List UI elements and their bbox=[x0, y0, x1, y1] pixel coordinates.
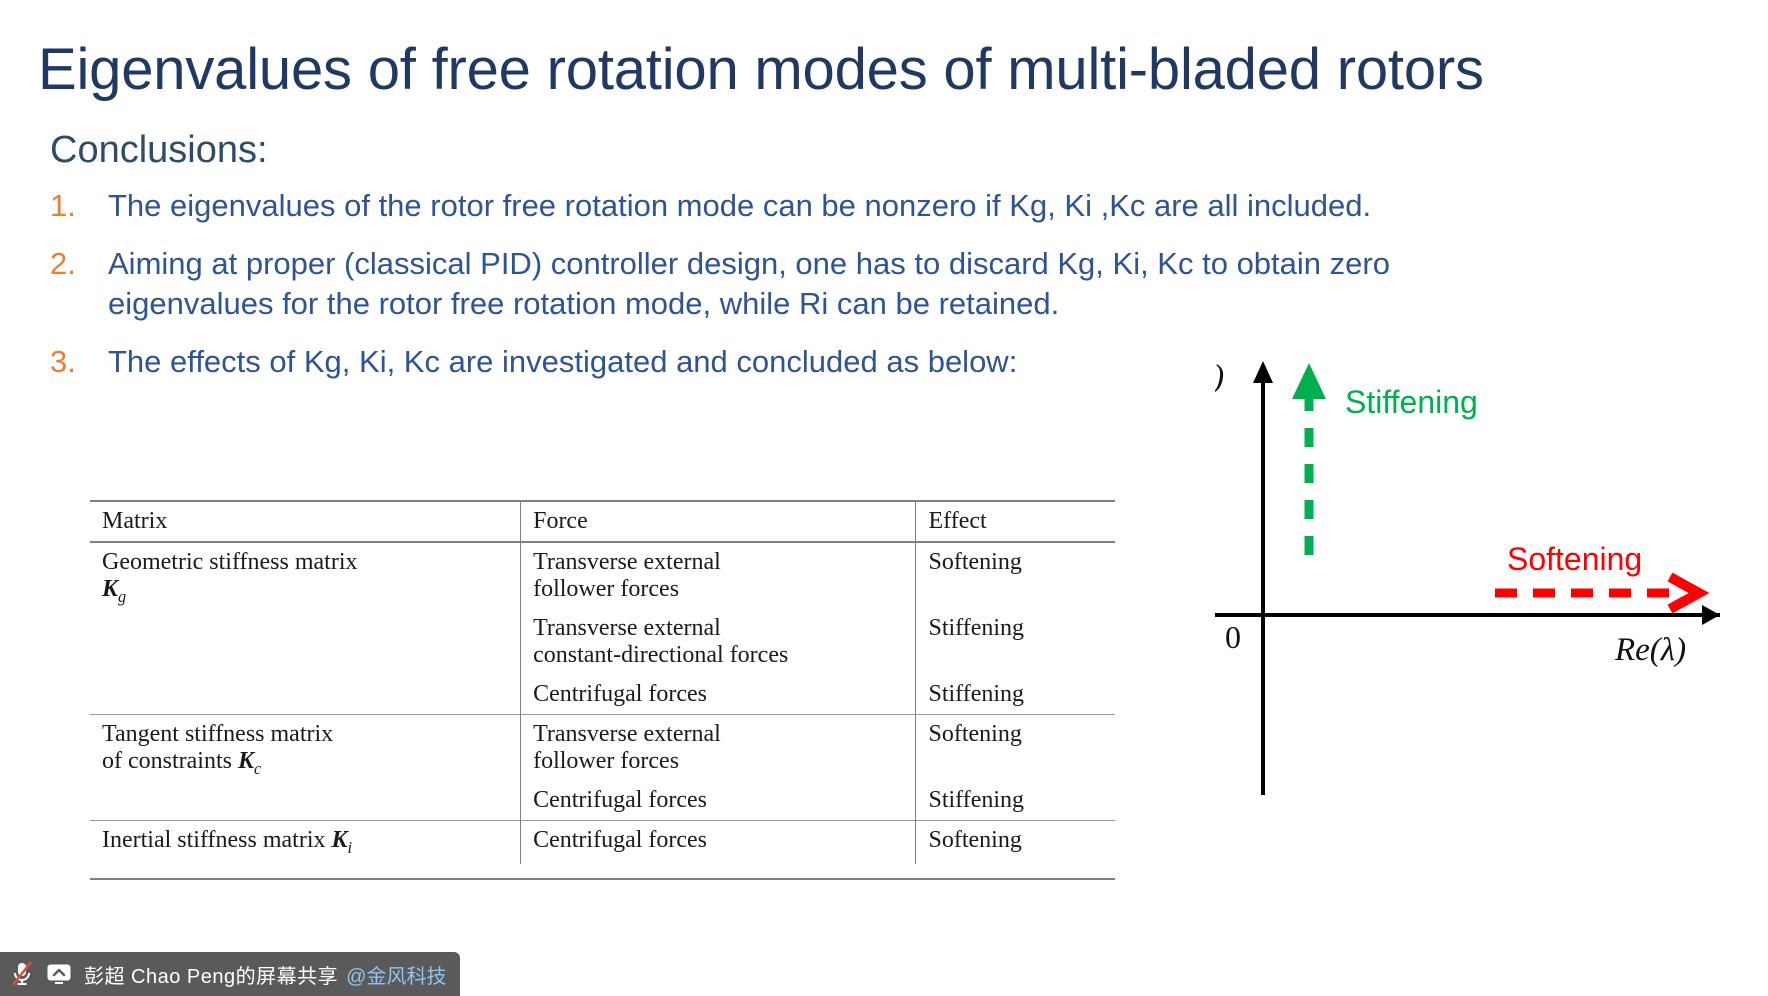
matrix-symbol: Ki bbox=[331, 827, 353, 857]
force-cell: Centrifugal forces bbox=[520, 819, 917, 864]
table-header-effect: Effect bbox=[915, 500, 1115, 543]
real-axis-label: Re(λ) bbox=[1614, 632, 1686, 668]
matrix-symbol: Kc bbox=[237, 748, 262, 778]
matrix-name: Geometric stiffness matrix bbox=[102, 549, 358, 575]
screen-share-status-bar[interactable]: 彭超 Chao Peng的屏幕共享 @金风科技 bbox=[0, 952, 461, 996]
conclusions-heading: Conclusions: bbox=[50, 129, 268, 171]
imaginary-axis-label: Im(λ) bbox=[1215, 359, 1224, 395]
effect-cell: Softening bbox=[915, 714, 1115, 781]
table-row: Inertial stiffness matrix Ki Centrifugal… bbox=[90, 819, 1115, 864]
force-cell: Transverse external follower forces bbox=[520, 714, 917, 781]
screen-share-icon[interactable] bbox=[46, 963, 72, 985]
matrix-cell: Geometric stiffness matrix Kg bbox=[90, 542, 522, 715]
table-header-force: Force bbox=[520, 500, 917, 543]
list-item: 3. The effects of Kg, Ki, Kc are investi… bbox=[46, 342, 1426, 382]
effects-table: Matrix Force Effect Geometric stiffness … bbox=[90, 500, 1115, 880]
effect-cell: Stiffening bbox=[928, 615, 1025, 641]
force-cell: Centrifugal forces bbox=[520, 781, 917, 821]
real-axis bbox=[1215, 605, 1720, 625]
list-item-number: 2. bbox=[50, 246, 76, 281]
stiffening-label: Stiffening bbox=[1345, 384, 1478, 420]
effect-cell: Stiffening bbox=[928, 787, 1025, 813]
force-cell: Transverse external follower forces bbox=[520, 542, 917, 609]
eigenvalue-diagram: Im(λ) Re(λ) 0 Stiffening Softening bbox=[1215, 355, 1760, 805]
force-line: Transverse external bbox=[533, 549, 721, 575]
force-line: follower forces bbox=[533, 748, 680, 774]
table-row: Centrifugal forces Stiffening bbox=[90, 781, 1115, 821]
matrix-name-cont: of constraints bbox=[102, 748, 232, 774]
softening-label: Softening bbox=[1507, 541, 1642, 577]
list-item-text: Aiming at proper (classical PID) control… bbox=[108, 246, 1390, 321]
force-cell: Transverse external constant-directional… bbox=[520, 609, 917, 675]
share-bar-text: 彭超 Chao Peng的屏幕共享 bbox=[84, 965, 339, 988]
list-item-number: 3. bbox=[50, 344, 76, 379]
matrix-symbol: Kg bbox=[102, 576, 127, 606]
share-bar-org: @金风科技 bbox=[346, 965, 447, 988]
microphone-muted-icon[interactable] bbox=[10, 961, 34, 987]
imaginary-axis bbox=[1253, 361, 1273, 795]
list-item: 1. The eigenvalues of the rotor free rot… bbox=[46, 186, 1426, 226]
force-line: Transverse external bbox=[533, 615, 721, 641]
origin-label: 0 bbox=[1225, 619, 1241, 655]
matrix-cell: Tangent stiffness matrix of constraints … bbox=[90, 714, 522, 821]
force-line: constant-directional forces bbox=[533, 642, 789, 668]
table-bottom-rule bbox=[90, 863, 1115, 880]
matrix-name: Tangent stiffness matrix bbox=[102, 721, 334, 747]
list-item-text: The effects of Kg, Ki, Kc are investigat… bbox=[108, 344, 1018, 379]
table-row: Geometric stiffness matrix Kg Transverse… bbox=[90, 542, 1115, 715]
matrix-cell: Inertial stiffness matrix Ki bbox=[90, 819, 522, 864]
softening-arrow bbox=[1495, 572, 1710, 614]
table-row: Centrifugal forces Stiffening bbox=[90, 675, 1115, 715]
effect-cell: Stiffening bbox=[928, 681, 1025, 707]
list-item-number: 1. bbox=[50, 188, 76, 223]
page-title: Eigenvalues of free rotation modes of mu… bbox=[38, 37, 1484, 102]
effect-cell: Softening bbox=[915, 819, 1115, 864]
force-line: follower forces bbox=[533, 576, 680, 602]
conclusions-list: 1. The eigenvalues of the rotor free rot… bbox=[46, 186, 1426, 400]
table-header-matrix: Matrix bbox=[90, 500, 522, 543]
effect-cell: Softening bbox=[928, 549, 1022, 575]
table-header-row: Matrix Force Effect bbox=[90, 500, 1115, 543]
list-item: 2. Aiming at proper (classical PID) cont… bbox=[46, 244, 1426, 324]
table-row: Tangent stiffness matrix of constraints … bbox=[90, 714, 1115, 821]
force-line: Transverse external bbox=[533, 721, 721, 747]
matrix-name: Inertial stiffness matrix bbox=[102, 827, 326, 853]
force-cell: Centrifugal forces bbox=[520, 675, 917, 715]
table-row: Transverse external constant-directional… bbox=[90, 609, 1115, 675]
stiffening-arrow bbox=[1292, 363, 1326, 555]
list-item-text: The eigenvalues of the rotor free rotati… bbox=[108, 188, 1372, 223]
